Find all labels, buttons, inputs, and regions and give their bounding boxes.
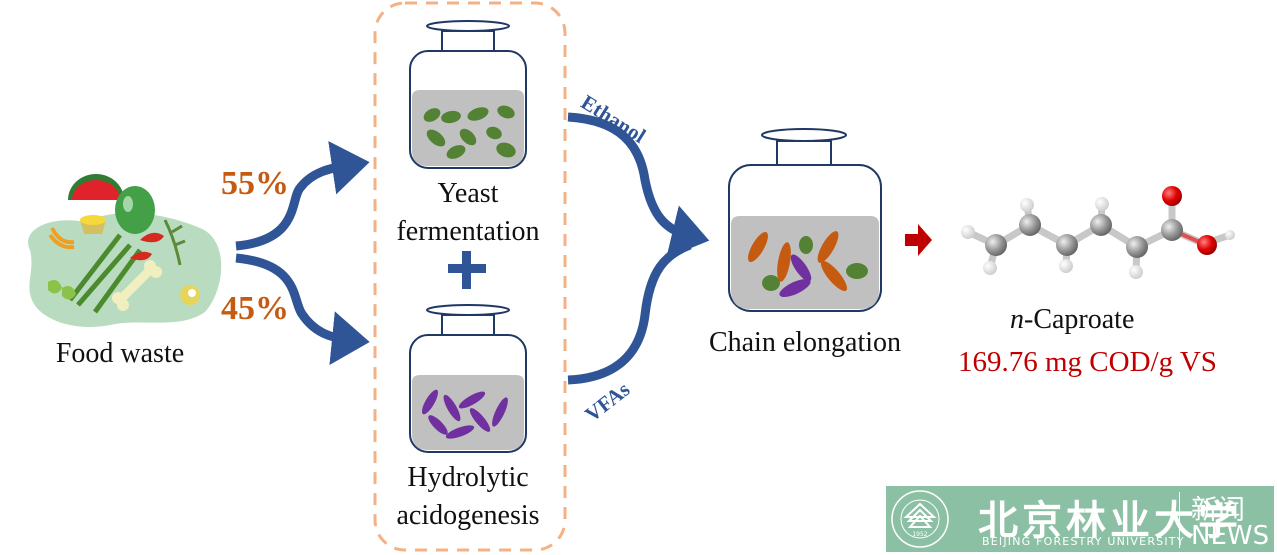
seal-year: 1952 xyxy=(912,531,927,538)
university-name-cn: 北京林业大学 xyxy=(978,497,1242,544)
ethanol-flow-arrow xyxy=(567,112,710,259)
university-news-watermark: 1952 北京林业大学 BEIJING FORESTRY UNIVERSITY … xyxy=(886,486,1274,552)
yeast-label-line2: fermentation xyxy=(396,216,540,247)
yeast-label-line1: Yeast xyxy=(437,178,499,209)
chain-elongation-jar xyxy=(728,128,882,312)
food-waste-label: Food waste xyxy=(55,338,185,369)
news-label-cn: 新闻 xyxy=(1191,495,1245,526)
university-name-en: BEIJING FORESTRY UNIVERSITY xyxy=(982,535,1185,548)
hydrolytic-acidogenesis-jar xyxy=(409,304,527,453)
split-percent-bottom: 45% xyxy=(221,290,289,327)
hydrolytic-label-line2: acidogenesis xyxy=(396,500,540,531)
split-arrow-top xyxy=(235,140,370,251)
chain-elongation-label: Chain elongation xyxy=(708,327,902,358)
split-percent-top: 55% xyxy=(221,165,289,202)
yeast-fermentation-jar xyxy=(409,20,527,169)
product-prefix: n xyxy=(1010,304,1024,335)
caproate-molecule-icon xyxy=(961,186,1235,279)
product-name: n-Caproate xyxy=(1010,304,1134,336)
plus-icon xyxy=(448,251,486,289)
vfas-flow-arrow xyxy=(567,240,692,385)
stage-one-dashed-box xyxy=(373,1,567,552)
hydrolytic-label-line1: Hydrolytic xyxy=(407,462,529,493)
product-name-text: -Caproate xyxy=(1024,304,1135,335)
news-label-en: NEWS xyxy=(1191,521,1270,551)
product-yield: 169.76 mg COD/g VS xyxy=(958,346,1217,378)
food-waste-illustration xyxy=(28,174,222,328)
university-seal-icon: 1952 xyxy=(891,490,949,548)
logo-divider xyxy=(1179,492,1180,548)
product-arrow xyxy=(905,224,932,256)
split-arrow-bottom xyxy=(235,253,370,366)
